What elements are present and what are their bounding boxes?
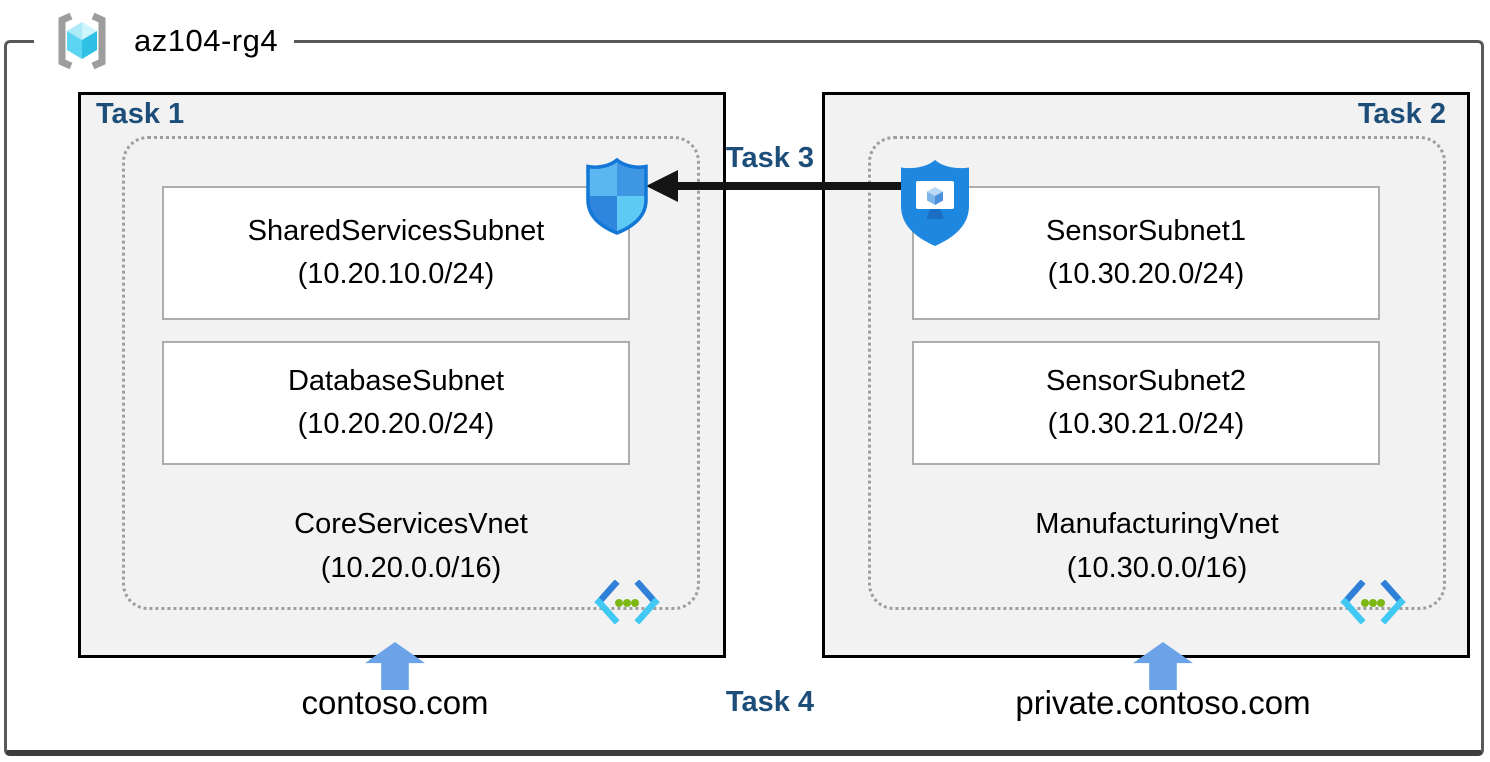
subnet-cidr: (10.30.21.0/24) (1047, 408, 1245, 440)
manufacturing-vnet-label: ManufacturingVnet (10.30.0.0/16) (868, 503, 1446, 590)
subnet-cidr: (10.20.10.0/24) (297, 258, 495, 290)
vnet-cidr: (10.20.0.0/16) (320, 551, 502, 584)
subnet-name: SensorSubnet1 (1046, 214, 1246, 247)
virtual-network-icon (1340, 580, 1406, 624)
resource-group-icon (58, 12, 106, 70)
bastion-shield-monitor-icon (901, 160, 969, 246)
resource-group-frame (4, 40, 1484, 756)
subnet-cidr: (10.30.20.0/24) (1047, 258, 1245, 290)
sensor-subnet1-box: SensorSubnet1 (10.30.20.0/24) (912, 186, 1380, 320)
database-subnet-box: DatabaseSubnet (10.20.20.0/24) (162, 341, 630, 465)
vnet-cidr: (10.30.0.0/16) (1066, 551, 1248, 584)
manufacturing-vnet-boundary (868, 136, 1446, 610)
task1-label: Task 1 (96, 98, 185, 130)
task3-label: Task 3 (725, 142, 815, 174)
resource-group-header: az104-rg4 (34, 0, 295, 82)
vnet-name: ManufacturingVnet (1035, 508, 1279, 540)
subnet-cidr: (10.20.20.0/24) (297, 408, 495, 440)
virtual-network-icon (594, 580, 660, 624)
private-contoso-dns-label: private.contoso.com (1015, 684, 1311, 721)
core-services-vnet-label: CoreServicesVnet (10.20.0.0/16) (122, 503, 700, 590)
shared-services-subnet-box: SharedServicesSubnet (10.20.10.0/24) (162, 186, 630, 320)
task2-label: Task 2 (1357, 98, 1446, 130)
sensor-subnet2-box: SensorSubnet2 (10.30.21.0/24) (912, 341, 1380, 465)
contoso-dns-label: contoso.com (301, 684, 489, 721)
vnet-name: CoreServicesVnet (294, 508, 528, 540)
network-security-group-icon (586, 157, 648, 235)
subnet-name: SharedServicesSubnet (247, 214, 545, 247)
subnet-name: SensorSubnet2 (1046, 364, 1246, 397)
task4-label: Task 4 (725, 686, 815, 718)
subnet-name: DatabaseSubnet (287, 364, 505, 397)
resource-group-name: az104-rg4 (134, 23, 279, 58)
core-services-vnet-boundary (122, 136, 700, 610)
